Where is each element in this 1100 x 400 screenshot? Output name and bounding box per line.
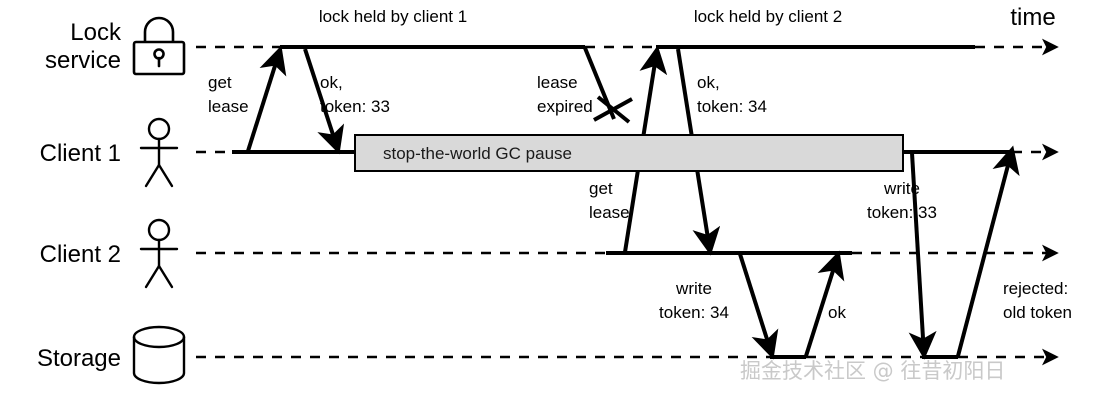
message-label-ok-token-33-line1: ok, <box>320 73 343 92</box>
gc-pause-box: stop-the-world GC pause <box>354 134 904 172</box>
message-label-get-lease-2-line2: lease <box>589 203 630 222</box>
message-label-get-lease-1-line1: get <box>208 73 232 92</box>
message-arrow-write-token-33 <box>908 152 937 360</box>
padlock-icon <box>132 16 186 76</box>
message-label-rejected-old-token: rejected: old token <box>1003 279 1072 322</box>
message-label-ok-token-34-line2: token: 34 <box>697 97 767 116</box>
message-label-write-token-34-line2: token: 34 <box>659 303 729 322</box>
actor-label-storage: Storage <box>37 345 121 372</box>
actor-storage: Storage <box>37 325 186 385</box>
message-label-ok-token-33-line2: token: 33 <box>320 97 390 116</box>
message-label-lease-expired-line2: expired <box>537 97 593 116</box>
message-label-rejected-old-token-line2: old token <box>1003 303 1072 322</box>
message-arrow-rejected-old-token <box>956 145 1020 357</box>
message-label-get-lease-2-line1: get <box>589 179 613 198</box>
message-label-lease-expired-line1: lease <box>537 73 578 92</box>
actor-label-lock-service-line1: Lock <box>70 19 122 46</box>
message-label-write-token-33: write token: 33 <box>867 179 937 222</box>
actor-label-lock-service-line2: service <box>45 47 121 74</box>
message-label-get-lease-1-line2: lease <box>208 97 249 116</box>
actor-label-client-2: Client 2 <box>40 241 121 268</box>
message-label-rejected-old-token-line1: rejected: <box>1003 279 1068 298</box>
message-label-ok-token-33: ok, token: 33 <box>320 73 390 116</box>
message-label-ok-token-34: ok, token: 34 <box>697 73 767 116</box>
gc-pause-label: stop-the-world GC pause <box>383 144 572 163</box>
message-label-write-token-33-line2: token: 33 <box>867 203 937 222</box>
message-label-get-lease-2: get lease <box>589 179 630 222</box>
stick-figure-icon-client-1 <box>139 117 179 188</box>
message-label-ok-storage-line1: ok <box>828 303 846 322</box>
message-label-write-token-33-line1: write <box>883 179 920 198</box>
message-label-get-lease-1: get lease <box>208 73 249 116</box>
phase-label-lock-held-client-2: lock held by client 2 <box>694 7 842 26</box>
message-arrow-ok-storage <box>804 250 845 357</box>
phase-label-lock-held-client-1: lock held by client 1 <box>319 7 467 26</box>
stick-figure-icon-client-2 <box>139 218 179 289</box>
message-arrow-write-token-34 <box>738 253 779 360</box>
message-label-write-token-34-line1: write <box>675 279 712 298</box>
actor-label-client-1: Client 1 <box>40 140 121 167</box>
message-label-ok-storage: ok <box>828 303 846 322</box>
message-label-write-token-34: write token: 34 <box>659 279 729 322</box>
actor-lock-service: Lock service <box>45 16 186 76</box>
message-label-lease-expired: lease expired <box>537 73 593 116</box>
time-axis-label: time <box>1010 4 1055 31</box>
watermark-text: 掘金技术社区 @ 往昔初阳日 <box>740 359 1005 383</box>
message-arrow-ok-token-33 <box>303 48 345 155</box>
actor-client-2: Client 2 <box>40 218 179 289</box>
message-arrow-get-lease-1 <box>246 45 287 152</box>
message-label-ok-token-34-line1: ok, <box>697 73 720 92</box>
database-cylinder-icon <box>132 325 186 385</box>
message-arrow-lease-expired <box>583 47 633 124</box>
actor-client-1: Client 1 <box>40 117 179 188</box>
